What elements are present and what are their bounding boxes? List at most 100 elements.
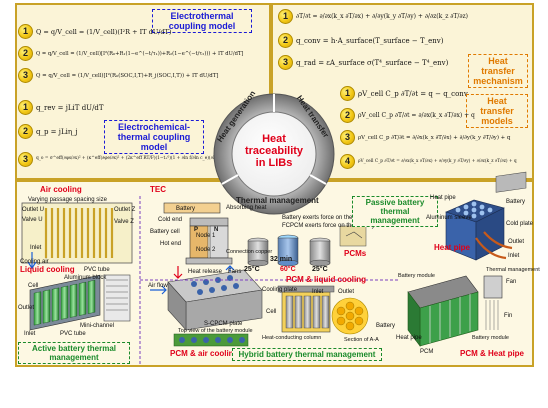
equation: q_rad = εA_surface σ(T⁴_surface − T⁴_env… <box>296 59 449 67</box>
air-label: Inlet <box>30 245 42 251</box>
electrothermal-title: Electrothermal coupling model <box>152 9 252 33</box>
number-badge: 2 <box>18 124 33 139</box>
number-badge: 4 <box>340 154 355 169</box>
passive-management-title: Passive battery thermal management <box>352 196 438 227</box>
tec-label: P <box>194 227 199 233</box>
liquid-label: Aluminum block <box>64 275 107 281</box>
tec-label: Battery <box>176 206 196 212</box>
tec-label: Node 1 <box>196 233 216 239</box>
time-label: 32 min <box>270 256 293 263</box>
pcm-air-diagram <box>150 269 263 347</box>
tec-label: Hot end <box>160 241 182 247</box>
equation: ρV_cell C_p ∂T/∂t = ∂/∂x(k_x ∂T/∂x) + q <box>358 112 475 119</box>
tec-label: Cold end <box>158 217 183 223</box>
pcm-pipe-label: Battery <box>376 323 396 329</box>
tec-label: Node 2 <box>196 247 216 253</box>
equation: q_o = σ^eff(∂φs/∂x)² + (κ^eff(∂φe/∂x)² +… <box>36 156 253 161</box>
heat-pipe-title: Heat pipe <box>434 243 471 252</box>
liquid-label: Outlet <box>18 305 35 311</box>
mechanism-title: Heat transfer mechanism <box>468 54 528 88</box>
heat-pipe-label: Aluminum sleeve <box>426 215 472 221</box>
active-management-title: Active battery thermal management <box>18 342 130 364</box>
pcm-liquid-label: Inlet <box>312 289 324 295</box>
air-cooling-title: Air cooling <box>40 185 82 194</box>
fcpcm-diagram <box>247 225 367 267</box>
tec-label: Connection copper <box>226 249 273 255</box>
liquid-label: Mini-channel <box>80 323 115 329</box>
equation: q_p = jLiη_j <box>36 128 78 136</box>
tec-label: Heat release <box>188 269 223 275</box>
number-badge: 1 <box>340 86 355 101</box>
tec-label: N <box>214 227 219 233</box>
pcm-pipe-label: Fan <box>506 279 517 285</box>
pcm-liquid-label: Cooling plate <box>262 287 298 293</box>
pcms-label: PCMs <box>344 249 367 258</box>
pcm-heat-pipe-diagram <box>407 275 503 347</box>
equation: Q = q/V_cell = (1/V_cell)[I²(R₀+R₁(1−e^(… <box>36 51 244 57</box>
pcm-liquid-label: Heat-conducting column <box>262 335 322 341</box>
air-label: Outlet U <box>22 207 45 213</box>
pcm-liquid-diagram <box>277 285 369 335</box>
electrochemical-title: Electrochemical-thermal coupling model <box>104 120 204 154</box>
pcm-pipe-label: Battery module <box>472 335 509 341</box>
pcm-air-title: PCM & air cooling <box>170 349 239 358</box>
heat-pipe-diagram <box>445 171 527 261</box>
number-badge: 1 <box>18 24 33 39</box>
equation: ρV_cell C_p ∂T/∂t = ∂/∂x(k_x ∂T/∂x) + ∂/… <box>358 159 517 164</box>
temperature-label: 25°C <box>312 266 328 273</box>
tec-label: Absorbing heat <box>226 205 267 211</box>
models-title: Heat transfer models <box>466 94 528 128</box>
pcm-liquid-label: Section of A-A <box>344 337 379 343</box>
center-title-line: Heat <box>262 133 286 145</box>
center-title-line: in LIBs <box>255 157 293 169</box>
center-title: Heat traceability in LIBs <box>234 133 314 169</box>
equation: q_conv = h·A_surface(T_surface − T_env) <box>296 37 444 45</box>
pcm-air-label: Air flow <box>148 283 168 289</box>
number-badge: 3 <box>278 55 293 70</box>
number-badge: 2 <box>340 108 355 123</box>
liquid-cooling-title: Liquid cooling <box>20 265 75 274</box>
liquid-cooling-diagram <box>29 274 131 331</box>
pcm-liquid-label: Cell <box>266 309 277 315</box>
number-badge: 3 <box>18 152 33 167</box>
pcm-air-label: Fans <box>228 269 242 275</box>
equation: ∂T/∂t = ∂/∂x(k_x ∂T/∂x) + ∂/∂y(k_y ∂T/∂y… <box>296 13 469 20</box>
pcm-air-label: Top view of the battery module <box>178 328 253 334</box>
hybrid-management-title: Hybrid battery thermal management <box>232 348 382 361</box>
ring-label-thermal-management: Thermal management <box>236 196 319 205</box>
pcm-liquid-title: PCM & liquid cooling <box>286 275 366 284</box>
pcm-liquid-label: Outlet <box>338 289 355 295</box>
equation: ρV_cell C_p ∂T/∂t = ∂/∂x(k_x ∂T/∂x) + ∂/… <box>358 135 511 141</box>
liquid-label: Cell <box>28 283 39 289</box>
tec-title: TEC <box>150 185 166 194</box>
number-badge: 2 <box>18 46 33 61</box>
number-badge: 1 <box>278 9 293 24</box>
heat-pipe-label: Battery <box>506 199 526 205</box>
equation: Q = q/V_cell = (1/V_cell)[I²(R₀(SOC,I,T)… <box>36 73 219 79</box>
number-badge: 3 <box>18 68 33 83</box>
equation: Q = q/V_cell = (1/V_cell)(I²R + IT dU/dT… <box>36 28 172 36</box>
temperature-label: 25°C <box>244 266 260 273</box>
temperature-label: 60°C <box>280 266 296 273</box>
heat-pipe-label: Outlet <box>508 239 525 245</box>
heat-pipe-label: Inlet <box>508 253 520 259</box>
center-title-line: traceability <box>244 145 304 157</box>
number-badge: 2 <box>278 33 293 48</box>
equation: ρV_cell C_p ∂T/∂t = q − q_conv <box>358 90 468 98</box>
air-label: Valve U <box>22 217 43 223</box>
air-label: Valve Z <box>114 219 134 225</box>
pcm-pipe-title: PCM & Heat pipe <box>460 349 525 358</box>
pcm-pipe-label: PCM <box>420 349 434 355</box>
air-label: Varying passage spacing size <box>28 197 107 203</box>
heat-pipe-label: Cold plate <box>506 221 534 227</box>
center-diagram <box>213 93 335 215</box>
fcpcm-label: Battery exerts force on the FCPCM <box>282 215 376 221</box>
heat-pipe-label: Heat pipe <box>430 195 456 201</box>
pcm-pipe-label: Thermal management <box>486 267 540 273</box>
pcm-pipe-label: Fin <box>504 313 513 319</box>
liquid-label: PVC tube <box>60 331 86 337</box>
liquid-label: PVC tube <box>84 267 110 273</box>
number-badge: 1 <box>18 100 33 115</box>
tec-label: Battery cell <box>150 229 180 235</box>
number-badge: 3 <box>340 130 355 145</box>
